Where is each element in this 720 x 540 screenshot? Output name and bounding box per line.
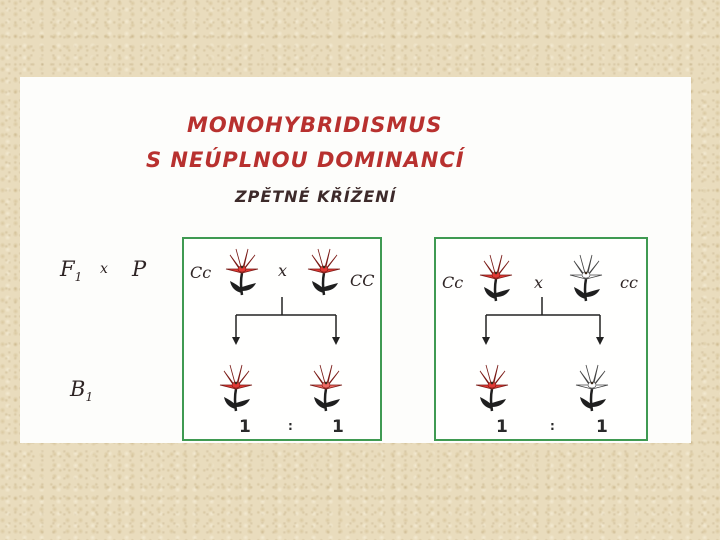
label-cross-sign: x <box>100 261 108 277</box>
flower-icon-offspring-left <box>216 363 256 413</box>
genotype-right: cc <box>620 273 638 292</box>
slide-canvas: MONOHYBRIDISMUS S NEÚPLNOU DOMINANCÍ ZPĚ… <box>20 77 691 443</box>
title-line-2: S NEÚPLNOU DOMINANCÍ <box>146 148 465 172</box>
cross-panel-cc-x-CC: Cc x CC 1 : 1 <box>182 237 382 441</box>
ratio-left: 1 <box>496 417 508 437</box>
label-b1: B1 <box>70 377 93 404</box>
label-b1-sub: 1 <box>85 390 93 404</box>
label-f1-letter: F <box>60 257 75 281</box>
label-p: P <box>132 257 146 281</box>
ratio-left: 1 <box>239 417 251 437</box>
cross-sign: x <box>534 273 543 292</box>
label-b1-letter: B <box>70 377 85 401</box>
subtitle: ZPĚTNÉ KŘÍŽENÍ <box>235 187 397 206</box>
flower-icon-parent-left <box>476 253 516 303</box>
label-f1: F1 <box>60 257 82 284</box>
flower-icon-parent-left <box>222 247 262 297</box>
genotype-left: Cc <box>190 263 211 282</box>
ratio-separator: : <box>288 419 293 433</box>
label-f1-sub: 1 <box>75 270 83 284</box>
ratio-separator: : <box>550 419 555 433</box>
genotype-right: CC <box>350 271 374 290</box>
cross-sign: x <box>278 261 287 280</box>
cross-arrows <box>436 239 650 443</box>
flower-icon-parent-right <box>566 253 606 303</box>
flower-icon-offspring-left <box>472 363 512 413</box>
ratio-right: 1 <box>596 417 608 437</box>
title-line-1: MONOHYBRIDISMUS <box>187 113 442 137</box>
cross-panel-cc-x-cc: Cc x cc 1 : 1 <box>434 237 648 441</box>
flower-icon-offspring-right <box>306 363 346 413</box>
genotype-left: Cc <box>442 273 463 292</box>
ratio-right: 1 <box>332 417 344 437</box>
flower-icon-parent-right <box>304 247 344 297</box>
flower-icon-offspring-right <box>572 363 612 413</box>
